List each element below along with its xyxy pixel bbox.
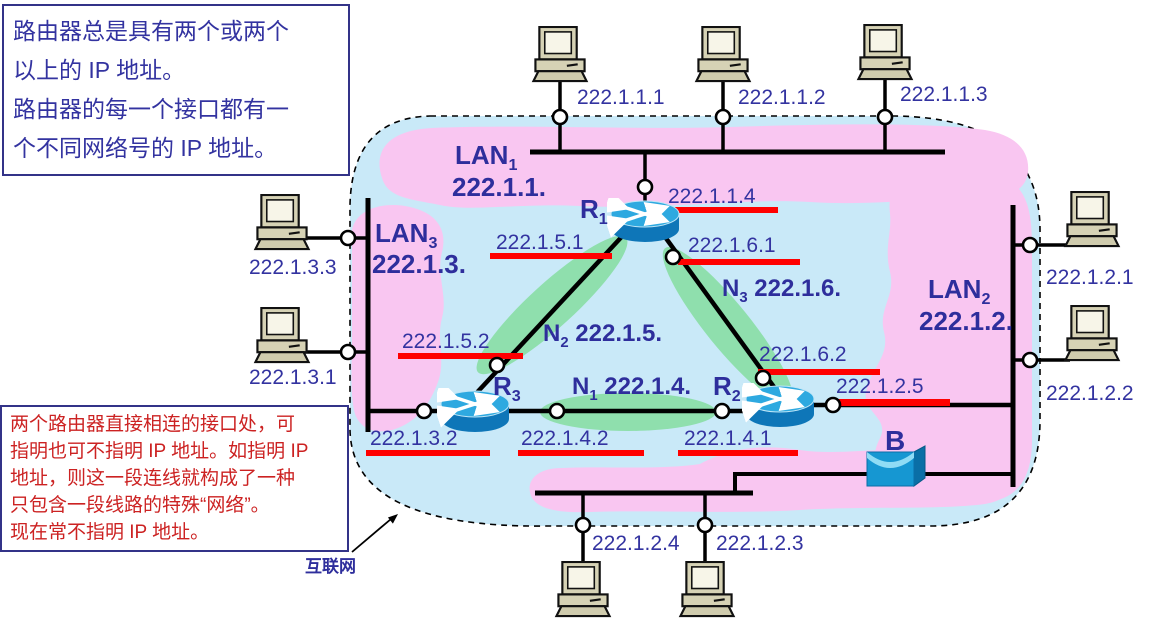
computer-icon (1062, 305, 1122, 362)
note-line: 以上的 IP 地址。 (13, 57, 186, 83)
router2-label: R2 (713, 371, 741, 406)
router-icon (742, 383, 818, 431)
note-line: 地址，则这一段连线就构成了一种 (10, 468, 296, 489)
host-ip-label: 222.1.2.1 (1046, 266, 1134, 289)
n3-link-label: N3 222.1.6. (722, 275, 842, 306)
interface-ip-label: 222.1.6.2 (759, 343, 847, 366)
lan2-network-label: 222.1.2. (919, 306, 1013, 336)
lan3-name-label: LAN3 (375, 218, 438, 253)
host-ip-label: 222.1.2.4 (592, 532, 680, 555)
interface-ip-label: 222.1.3.2 (370, 427, 458, 450)
computer-icon (252, 194, 312, 251)
internet-label: 互联网 (305, 557, 356, 576)
interface-ip-label: 222.1.5.2 (402, 330, 490, 353)
interface-ip-label: 222.1.5.1 (496, 231, 584, 254)
bridge-label: B (885, 425, 906, 456)
note-router-ip-rule: 路由器总是具有两个或两个 以上的 IP 地址。 路由器的每一个接口都有一 个不同… (2, 4, 350, 176)
host-ip-label: 222.1.2.2 (1046, 382, 1134, 405)
lan2-region (865, 170, 1032, 503)
host-ip-label: 222.1.1.1 (577, 86, 665, 109)
n2-link-label: N2 222.1.5. (543, 320, 663, 351)
computer-icon (1062, 191, 1122, 248)
router1-label: R1 (580, 194, 608, 229)
host-ip-label: 222.1.1.3 (900, 83, 988, 106)
n1-link-label: N1 222.1.4. (572, 373, 692, 404)
interface-ip-label: 222.1.1.4 (668, 185, 756, 208)
connection-point-icons (339, 108, 1039, 534)
note-line: 现在常不指明 IP 地址。 (10, 522, 210, 543)
note-line: 两个路由器直接相连的接口处，可 (10, 414, 296, 435)
interface-ip-label: 222.1.4.1 (684, 427, 772, 450)
note-line: 路由器总是具有两个或两个 (13, 18, 289, 44)
interface-ip-label: 222.1.4.2 (521, 427, 609, 450)
computer-icon (677, 561, 737, 618)
computer-icon (855, 24, 915, 81)
internet-cloud-boundary (349, 115, 1041, 527)
host-ip-label: 222.1.3.3 (249, 256, 337, 279)
interface-ip-label: 222.1.2.5 (836, 375, 924, 398)
note-line: 路由器的每一个接口都有一 (13, 96, 289, 122)
note-line: 个不同网络号的 IP 地址。 (13, 135, 278, 161)
computer-icon (693, 26, 753, 83)
note-line: 指明也可不指明 IP 地址。如指明 IP (10, 441, 309, 462)
computer-icon (530, 26, 590, 83)
lan3-network-label: 222.1.3. (372, 249, 466, 279)
computer-icon (553, 561, 613, 618)
computer-icon (252, 307, 312, 364)
note-line: 只包含一段线路的特殊“网络”。 (10, 495, 270, 516)
lan1-network-label: 222.1.1. (452, 172, 546, 202)
host-ip-label: 222.1.1.2 (738, 86, 826, 109)
lan2-name-label: LAN2 (928, 274, 991, 309)
lan1-region (379, 124, 1029, 208)
router3-label: R3 (493, 371, 521, 406)
internet-callout-arrow (351, 514, 398, 553)
interface-ip-label: 222.1.6.1 (688, 234, 776, 257)
ip-highlight-underlines (366, 207, 950, 456)
note-router-link-rule: 两个路由器直接相连的接口处，可 指明也可不指明 IP 地址。如指明 IP 地址，… (0, 405, 349, 552)
lan1-name-label: LAN1 (455, 140, 518, 175)
host-ip-label: 222.1.2.3 (716, 532, 804, 555)
lan3-region (351, 205, 444, 432)
host-ip-label: 222.1.3.1 (249, 366, 337, 389)
